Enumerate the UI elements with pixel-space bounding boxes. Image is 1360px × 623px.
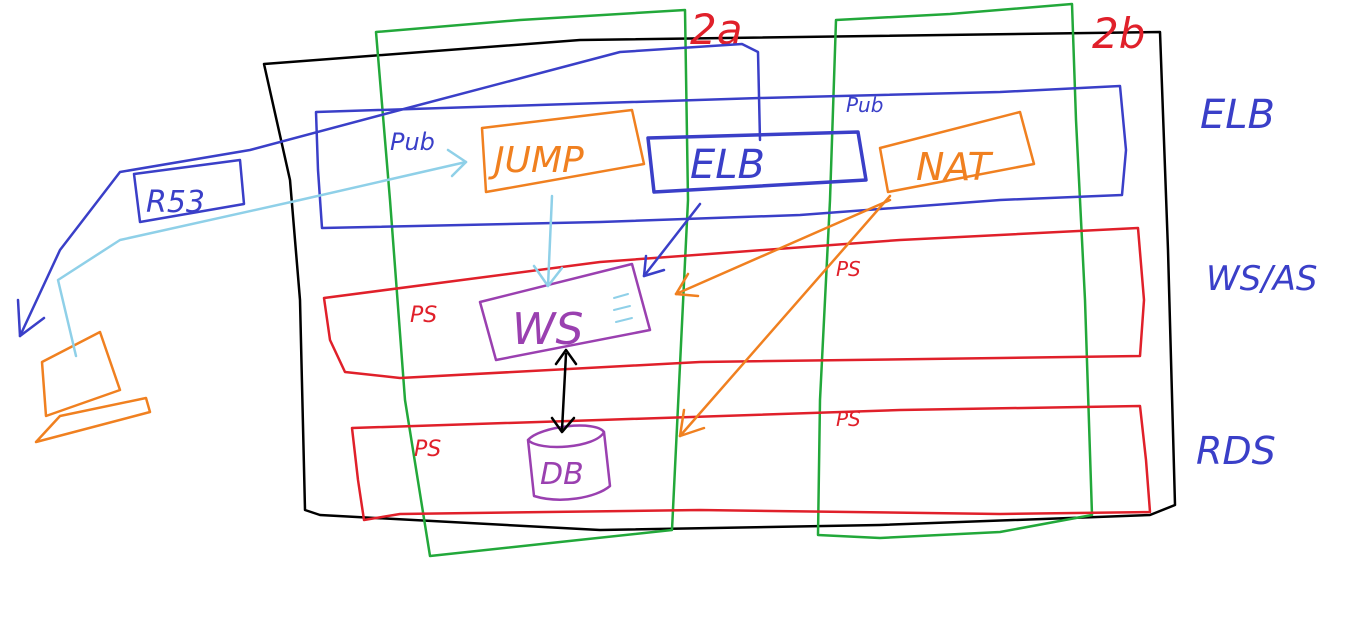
ws-db-arrow: [560, 352, 568, 432]
nat-to-ws-arrowhead: [674, 272, 700, 298]
ws-box: [478, 262, 652, 362]
public-subnet-tier: [314, 84, 1128, 230]
jump-box: [480, 108, 646, 194]
nat-label: NAT: [916, 145, 994, 189]
elb-to-user-arrow: [18, 42, 762, 338]
vpc-boundary: [262, 30, 1177, 532]
az-2a-column: [374, 8, 690, 558]
rds-tier-label: RDS: [1196, 429, 1276, 473]
jump-label: JUMP: [488, 140, 584, 181]
r53-box: [132, 158, 246, 224]
ps-rds-label-left: PS: [414, 437, 441, 462]
elb-box: [646, 130, 868, 194]
nat-to-rds-arrowhead: [678, 408, 706, 438]
elb-label: ELB: [690, 142, 765, 188]
db-label: DB: [540, 457, 584, 492]
az-2b-label: 2b: [1092, 9, 1145, 58]
laptop-icon: [34, 330, 152, 444]
jump-to-ws-arrowhead: [532, 264, 564, 288]
ws-as-subnet-tier: [322, 226, 1146, 380]
elb-to-ws-arrow: [642, 202, 702, 278]
r53-label: R53: [146, 185, 205, 220]
nat-to-ws-arrow: [674, 198, 892, 296]
ps-ws-label-left: PS: [410, 303, 437, 328]
laptop-to-jump-arrowhead: [446, 148, 468, 178]
nat-to-rds-arrow: [678, 194, 892, 438]
elb-to-ws-arrowhead: [642, 254, 666, 278]
nat-box: [878, 110, 1036, 194]
ps-ws-label-right: PS: [836, 257, 861, 281]
elb-tier-label: ELB: [1200, 92, 1275, 138]
ws-as-tier-label: WS/AS: [1206, 259, 1318, 299]
pub-subnet-label-left: Pub: [390, 128, 435, 156]
elb-to-user-arrowhead: [16, 298, 46, 338]
pub-subnet-label-right: Pub: [846, 93, 883, 117]
az-2b-column: [816, 2, 1094, 540]
ws-stack-marks: [613, 293, 633, 323]
ws-db-arrowhead-top: [554, 348, 578, 366]
ws-db-arrowhead-bottom: [550, 416, 576, 434]
laptop-to-jump-arrow: [56, 160, 468, 358]
rds-subnet-tier: [350, 404, 1152, 522]
jump-to-ws-arrow: [546, 194, 554, 288]
ps-rds-label-right: PS: [836, 407, 861, 431]
ws-label: WS: [512, 304, 583, 355]
